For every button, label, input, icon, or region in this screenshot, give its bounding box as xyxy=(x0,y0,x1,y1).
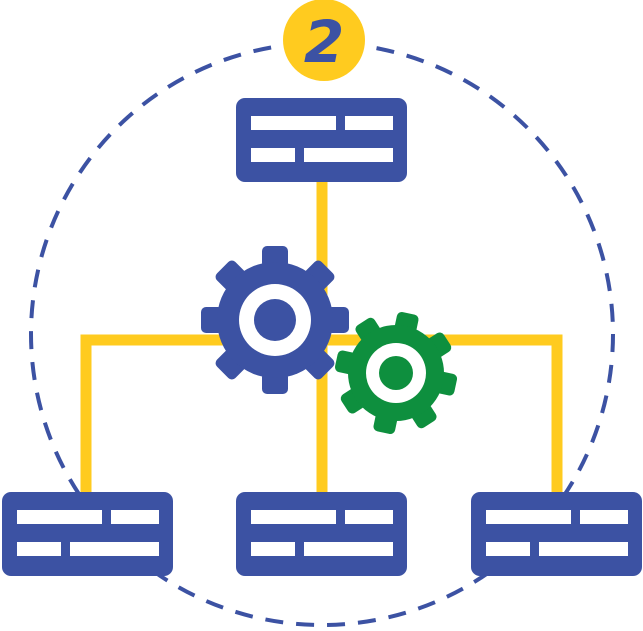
bottom-right-node-icon xyxy=(471,492,642,576)
small-gear-icon xyxy=(334,311,458,435)
large-gear-icon xyxy=(201,246,349,394)
step-number-text: 2 xyxy=(304,8,344,76)
bottom-center-node-icon xyxy=(236,492,407,576)
step-number-badge: 2 xyxy=(283,0,365,81)
top-node-icon xyxy=(236,98,407,182)
bottom-left-node-icon xyxy=(2,492,173,576)
